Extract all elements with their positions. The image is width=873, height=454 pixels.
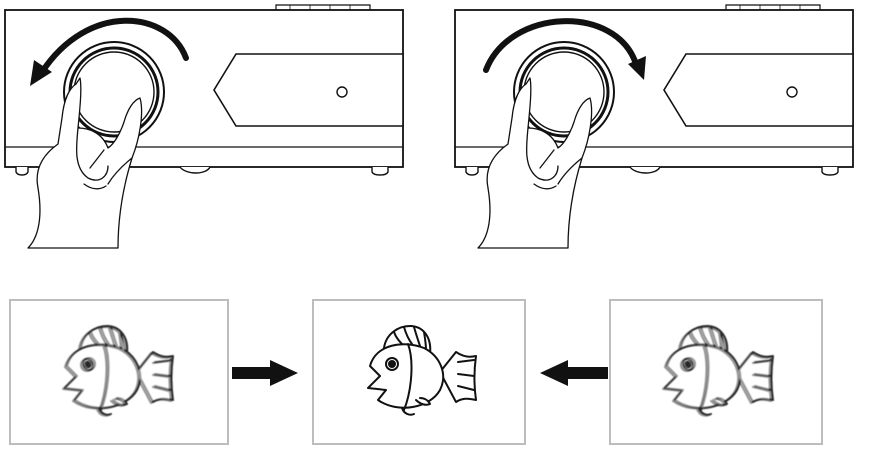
screen-blurry-right <box>609 299 823 445</box>
rotate-clockwise-arrow <box>483 18 639 73</box>
screen-focused-center <box>312 299 526 445</box>
arrow-head-right <box>628 56 646 80</box>
arrow-head-left <box>30 60 52 86</box>
projector-left <box>4 4 404 249</box>
rotate-counter-clockwise-arrow <box>39 17 189 75</box>
arrow-right <box>232 360 298 386</box>
projector-right <box>454 4 854 249</box>
screen-blurry-left <box>9 299 229 445</box>
arrow-left <box>540 360 608 386</box>
